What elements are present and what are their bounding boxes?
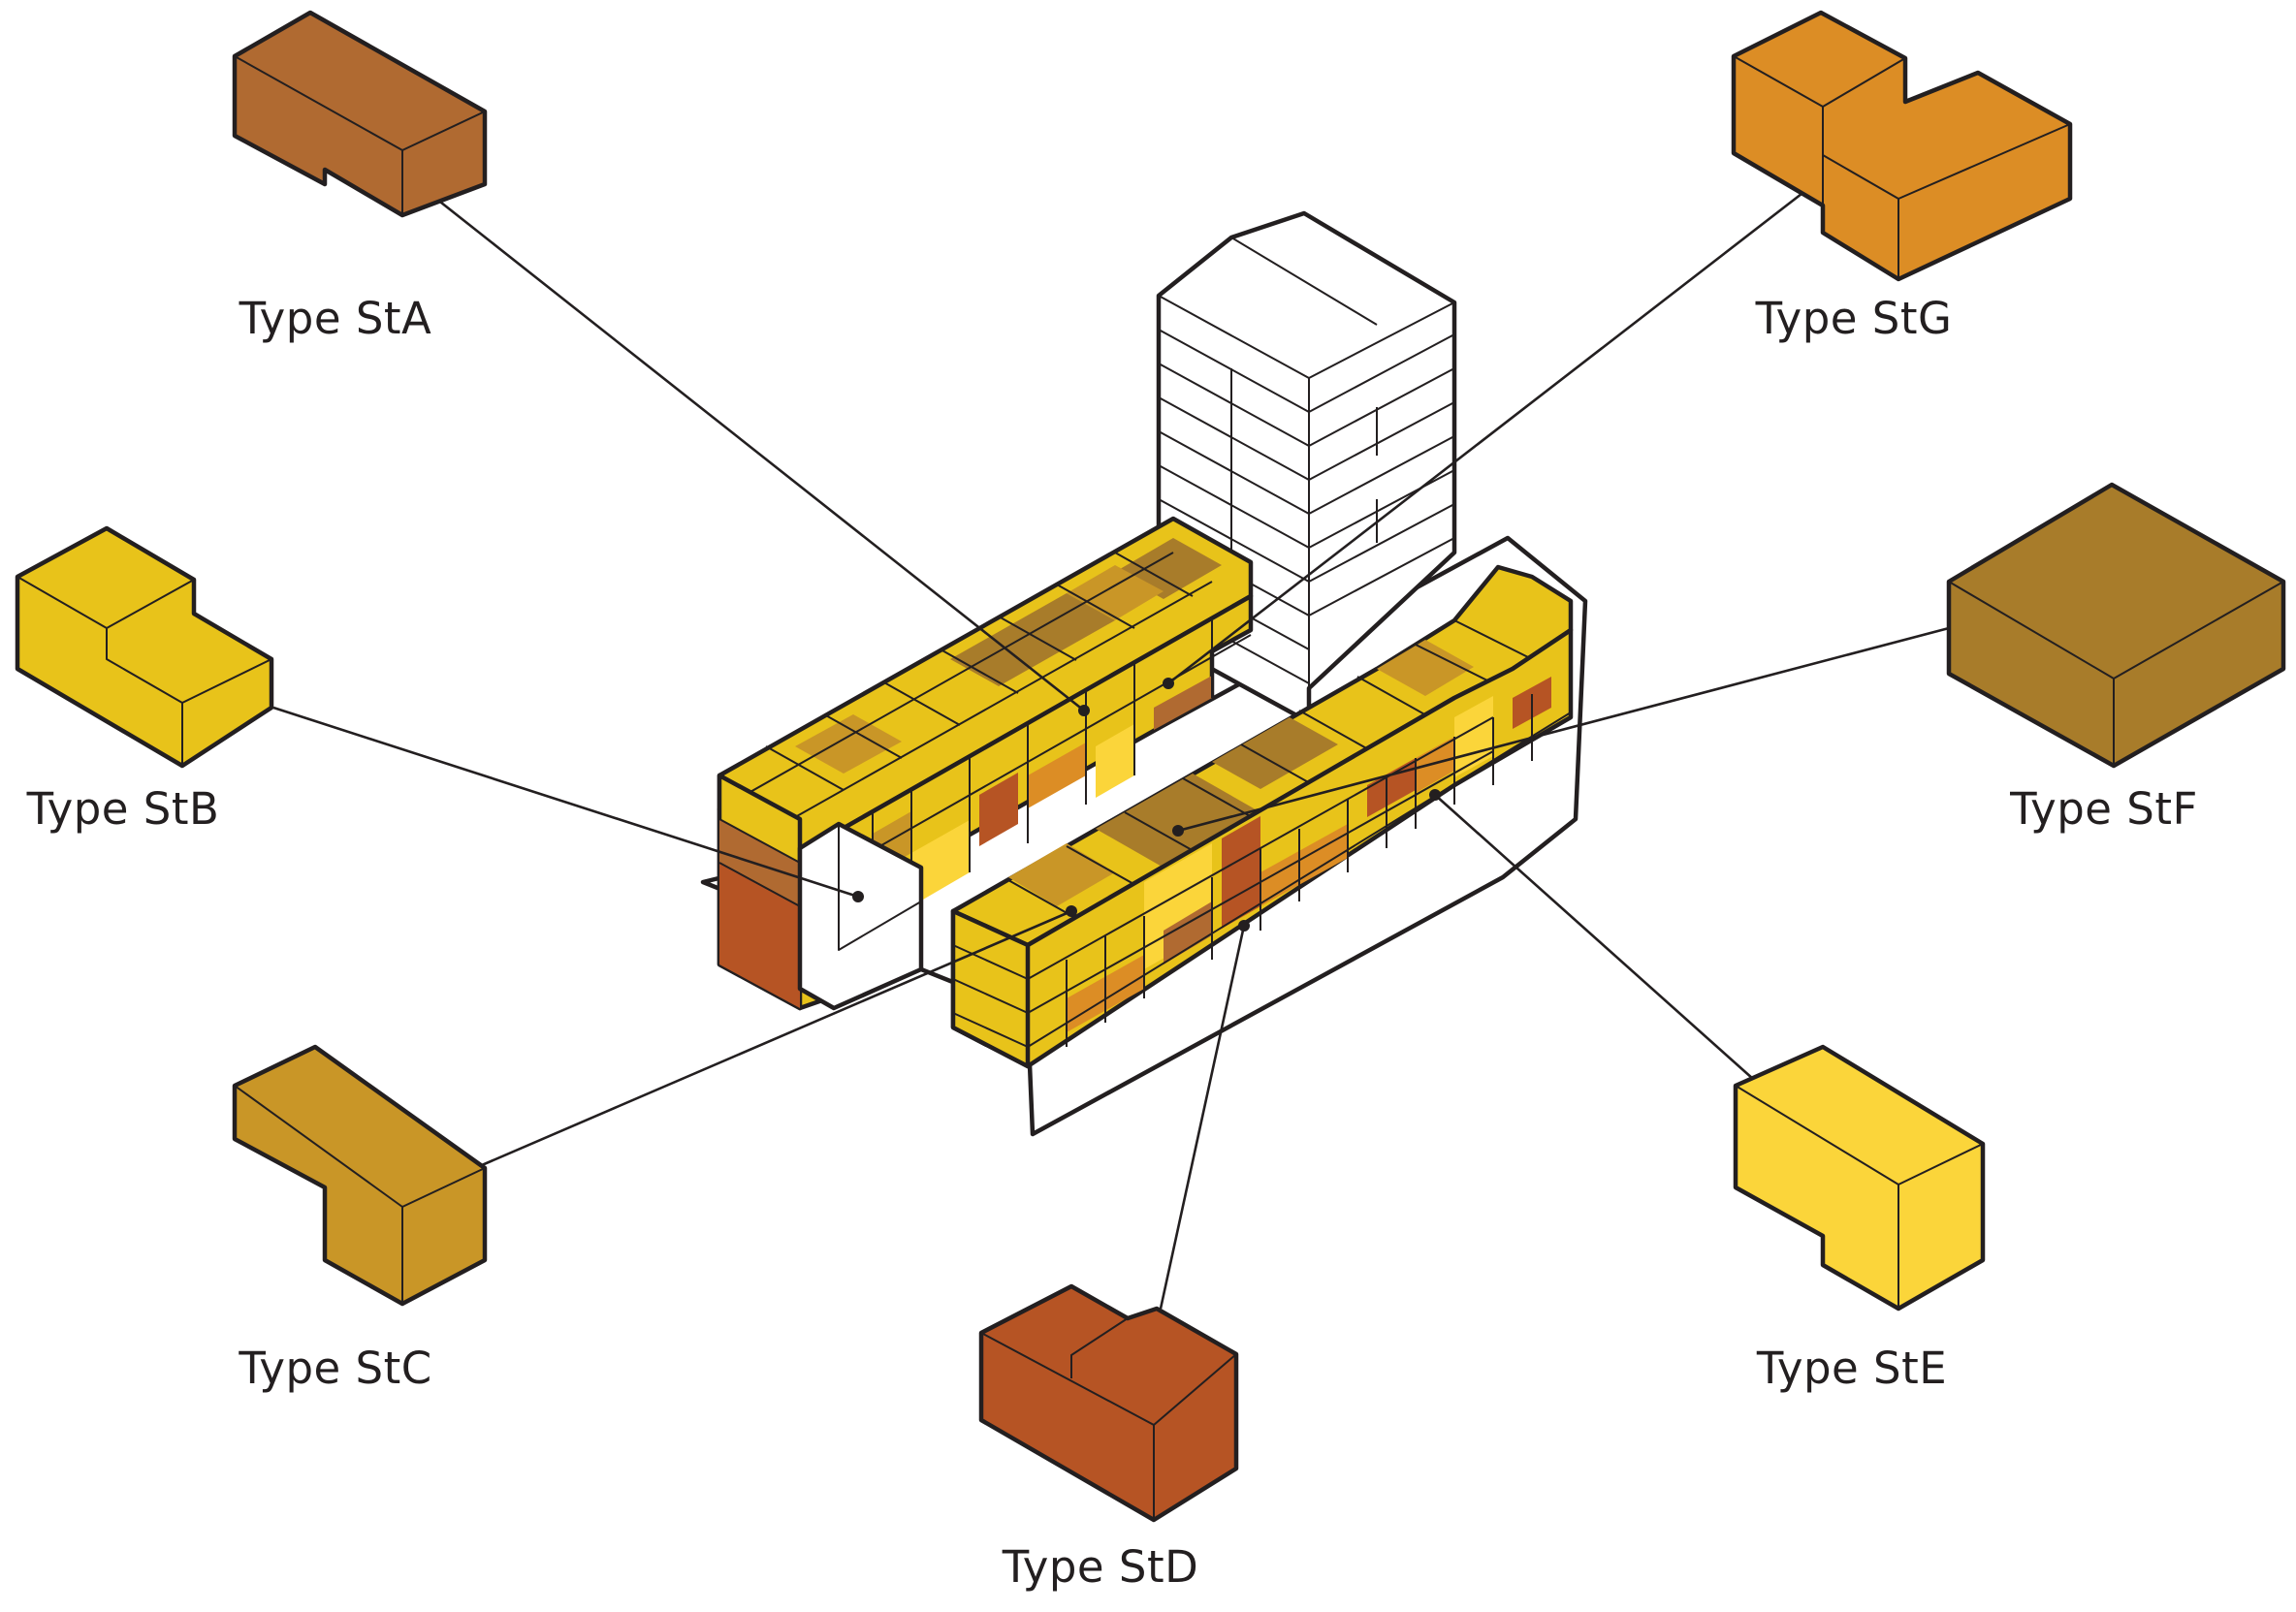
type-stb-label: Type StB xyxy=(26,783,220,835)
unit-type-stb-block xyxy=(15,525,274,769)
type-ste-label: Type StE xyxy=(1756,1343,1948,1394)
type-stg-label: Type StG xyxy=(1755,293,1953,344)
type-sta-label: Type StA xyxy=(239,293,432,344)
unit-type-stf-block xyxy=(1946,482,2286,769)
unit-type-std-block xyxy=(978,1283,1239,1523)
type-stc-label: Type StC xyxy=(239,1343,432,1394)
unit-type-ste-block xyxy=(1733,1044,1986,1312)
leader-lines xyxy=(272,192,1950,1310)
right-bar-block xyxy=(950,564,1574,1069)
unit-type-sta-block xyxy=(232,10,488,218)
left-bar-block xyxy=(717,516,1254,1011)
unit-type-stc-block xyxy=(232,1044,488,1307)
type-stf-label: Type StF xyxy=(2010,783,2198,835)
central-building-model xyxy=(700,210,1588,1137)
unit-type-stg-block xyxy=(1731,10,2073,282)
type-std-label: Type StD xyxy=(1002,1541,1199,1593)
